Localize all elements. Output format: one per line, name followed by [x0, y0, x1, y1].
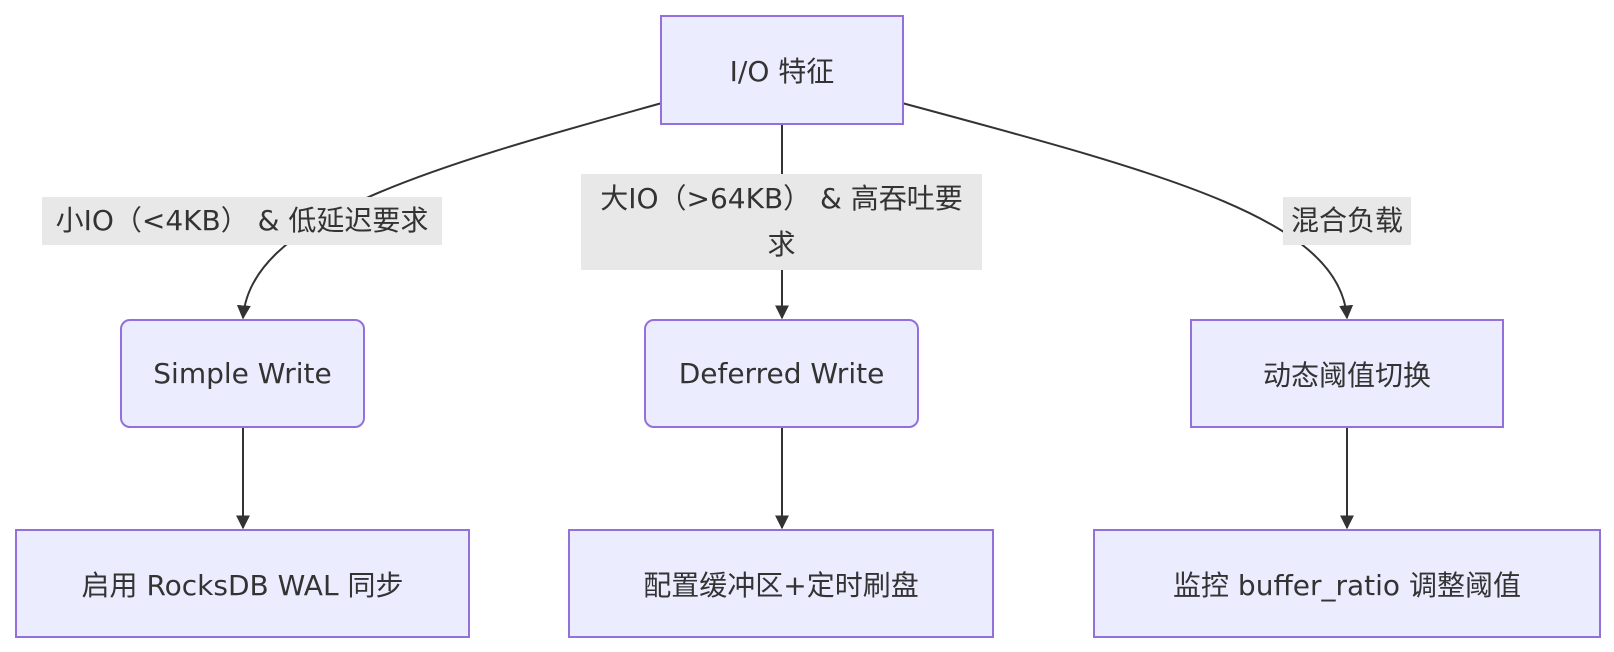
monitor-buffer-ratio-node: 监控 buffer_ratio 调整阈值 — [1093, 529, 1601, 638]
edge-label-small-io: 小IO（<4KB） & 低延迟要求 — [42, 197, 442, 245]
edge-label-large-io: 大IO（>64KB） & 高吞吐要求 — [581, 174, 982, 270]
edge-root-to-dynamic — [901, 102, 1354, 320]
buffer-flush-node: 配置缓冲区+定时刷盘 — [568, 529, 994, 638]
deferred-write-node: Deferred Write — [644, 319, 919, 428]
root-node: I/O 特征 — [660, 15, 904, 125]
dynamic-threshold-node: 动态阈值切换 — [1190, 319, 1504, 428]
simple-write-node: Simple Write — [120, 319, 365, 428]
edge-label-mixed: 混合负载 — [1283, 197, 1411, 245]
rocksdb-wal-node: 启用 RocksDB WAL 同步 — [15, 529, 470, 638]
